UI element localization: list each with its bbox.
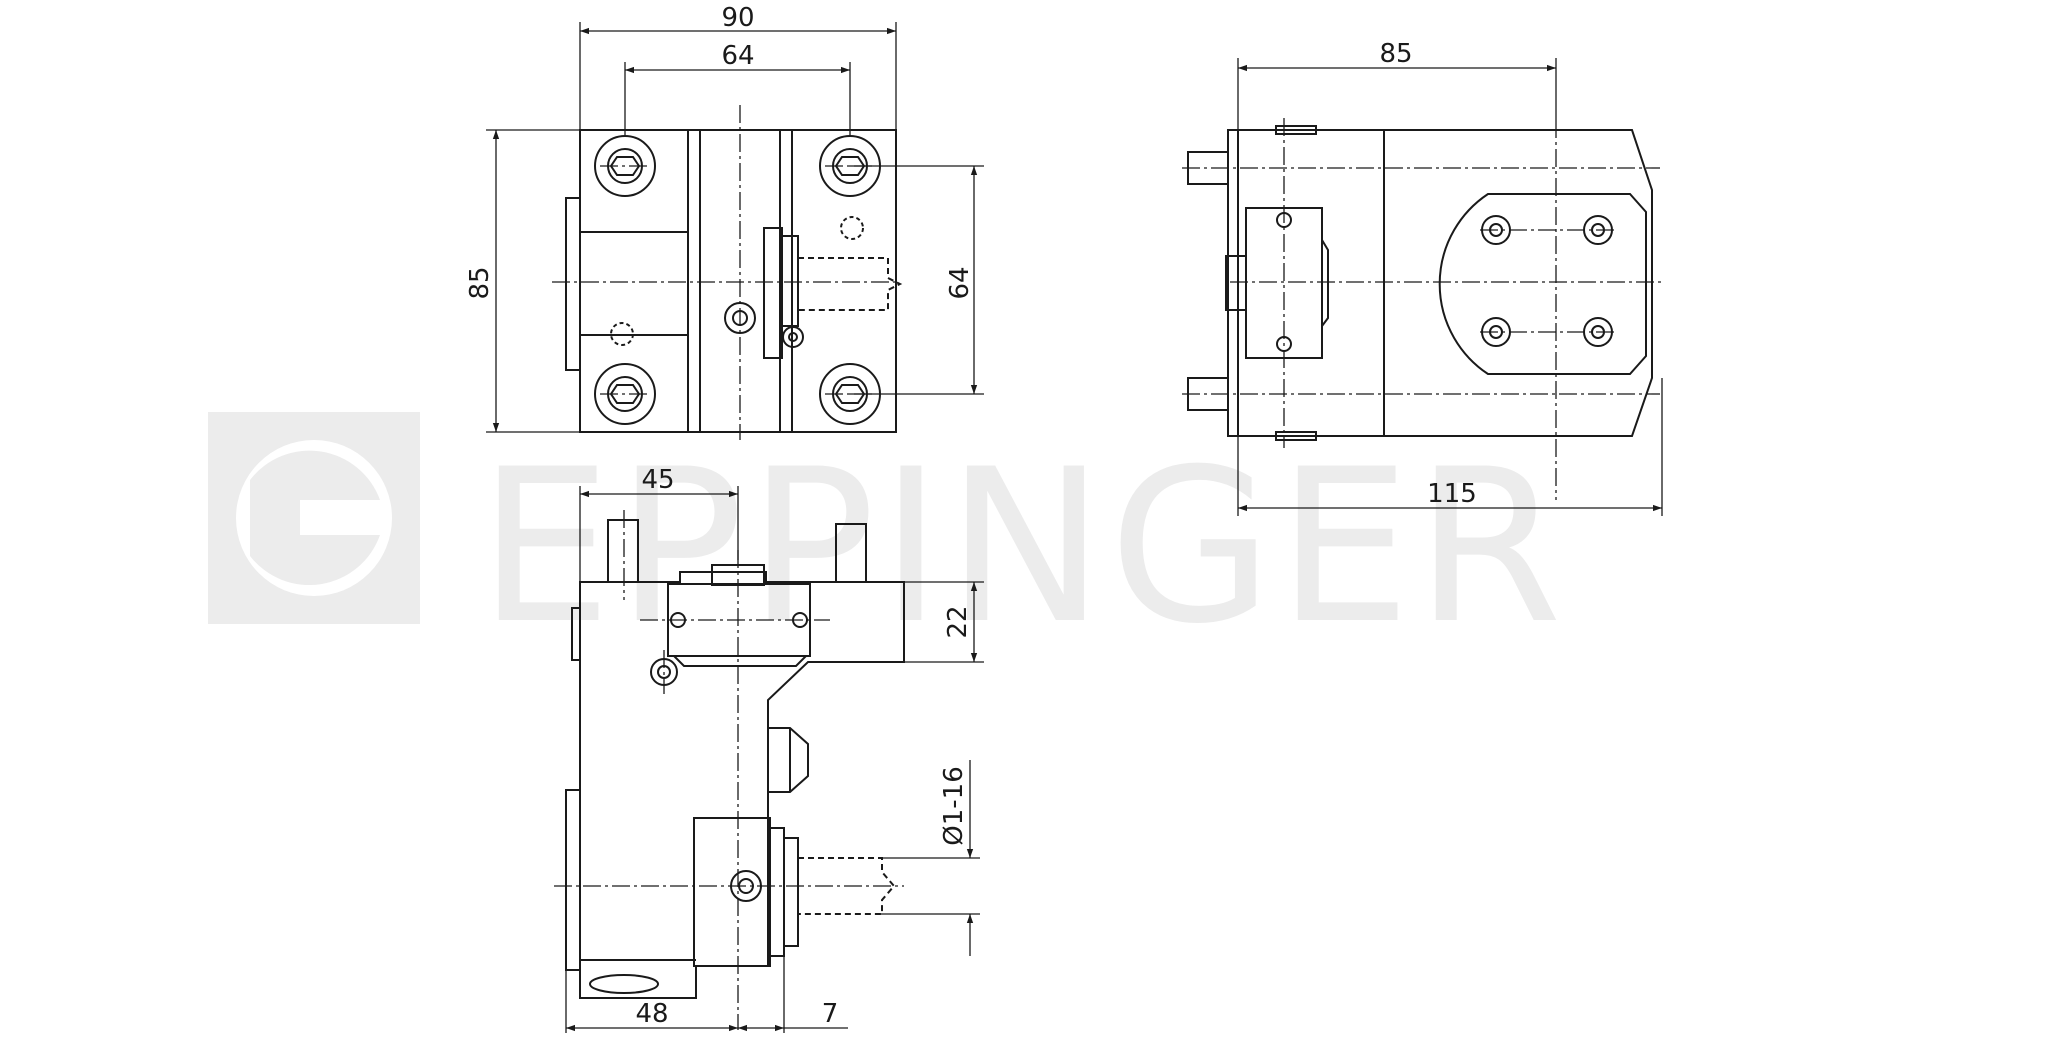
dim-label-diameter: Ø1-16 — [939, 766, 969, 845]
dim-label-22: 22 — [943, 605, 973, 638]
dim-label-64-top: 64 — [721, 41, 754, 71]
dim-label-90: 90 — [721, 3, 754, 33]
side-view — [554, 486, 984, 1033]
watermark-logo-text: EPPINGER — [478, 423, 1566, 670]
dim-label-7: 7 — [822, 999, 839, 1029]
watermark-logo-mark — [250, 450, 380, 586]
dim-label-48: 48 — [635, 999, 668, 1029]
eppinger-watermark: EPPINGER — [208, 412, 1566, 670]
side-view-body — [579, 571, 905, 999]
dim-label-45: 45 — [641, 465, 674, 495]
dim-label-115: 115 — [1427, 479, 1477, 509]
flange-screw-icon — [1481, 215, 1613, 347]
front-view-flange — [565, 197, 581, 371]
side-pin-right — [835, 523, 867, 583]
right-view-flange — [1438, 193, 1647, 375]
dim-label-64-right: 64 — [945, 266, 975, 299]
coolant-fitting — [767, 727, 809, 793]
dim-label-85-left: 85 — [465, 266, 495, 299]
right-view-body — [1237, 129, 1653, 437]
right-view — [1182, 58, 1665, 516]
dim-label-85-top: 85 — [1379, 39, 1412, 69]
front-view — [486, 22, 984, 440]
side-pin-left — [607, 519, 639, 583]
